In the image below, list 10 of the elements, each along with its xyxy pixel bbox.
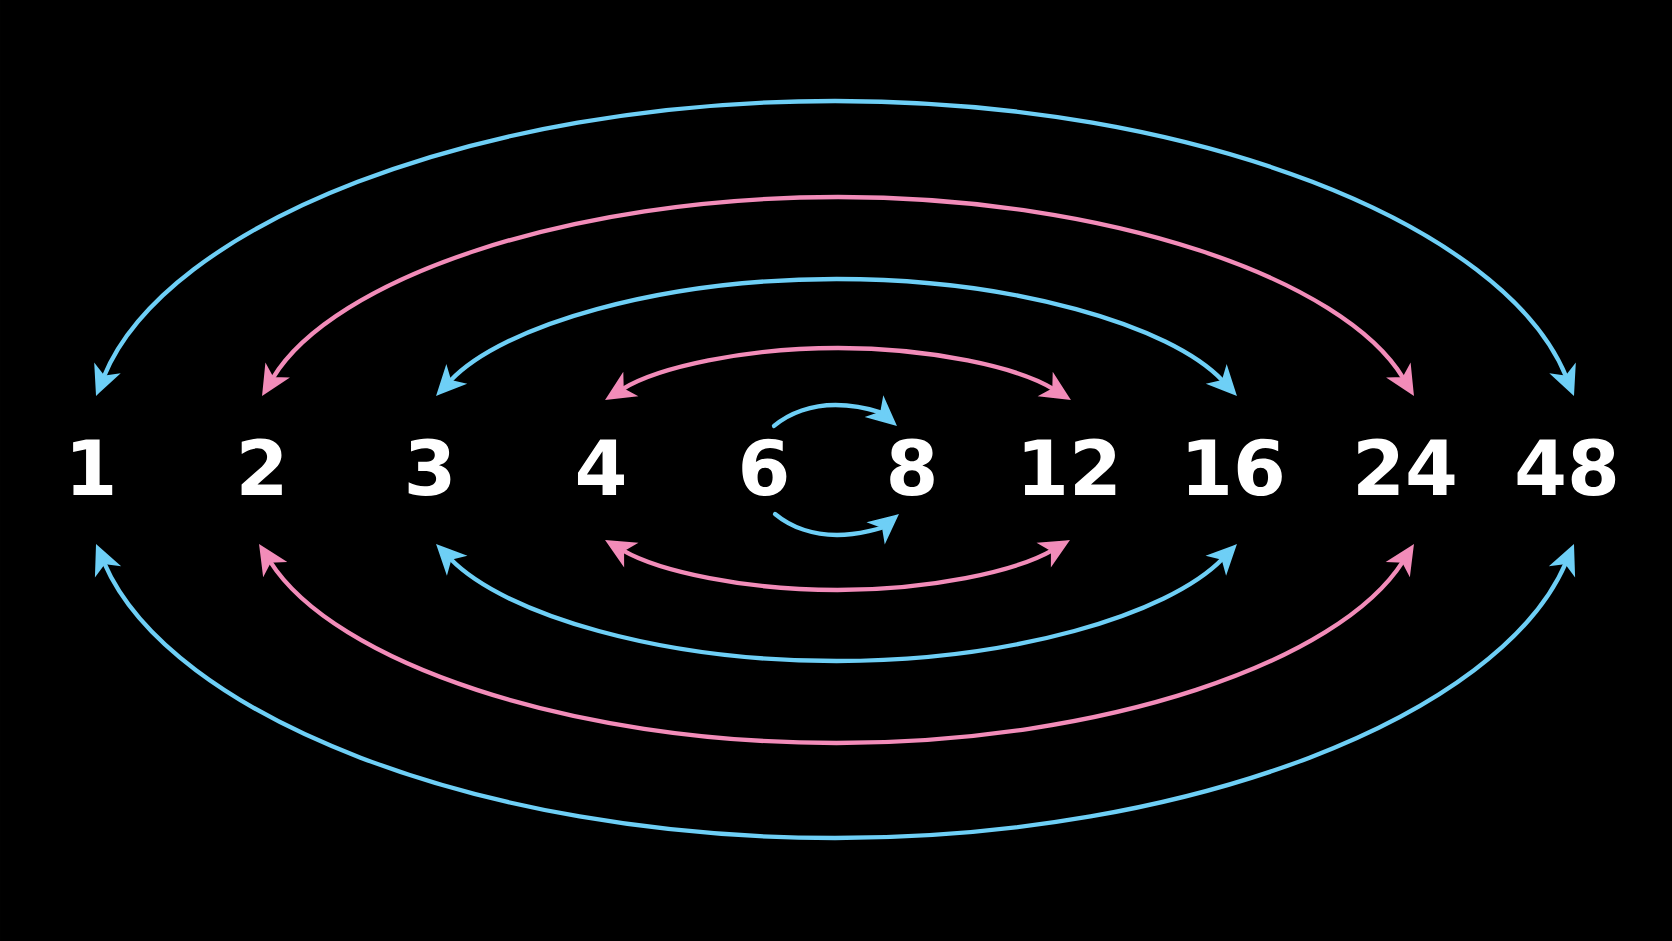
number-label: 8 [890,438,934,497]
number-label: 24 [1358,438,1455,495]
number-label: 4 [578,439,624,495]
number-label: 3 [408,438,451,497]
number-label: 6 [742,438,787,497]
number-label: 2 [241,438,282,495]
number-label: 12 [1024,438,1116,495]
number-label: 16 [1188,438,1282,497]
number-label: 48 [1517,438,1616,497]
number-label: 1 [73,439,113,495]
